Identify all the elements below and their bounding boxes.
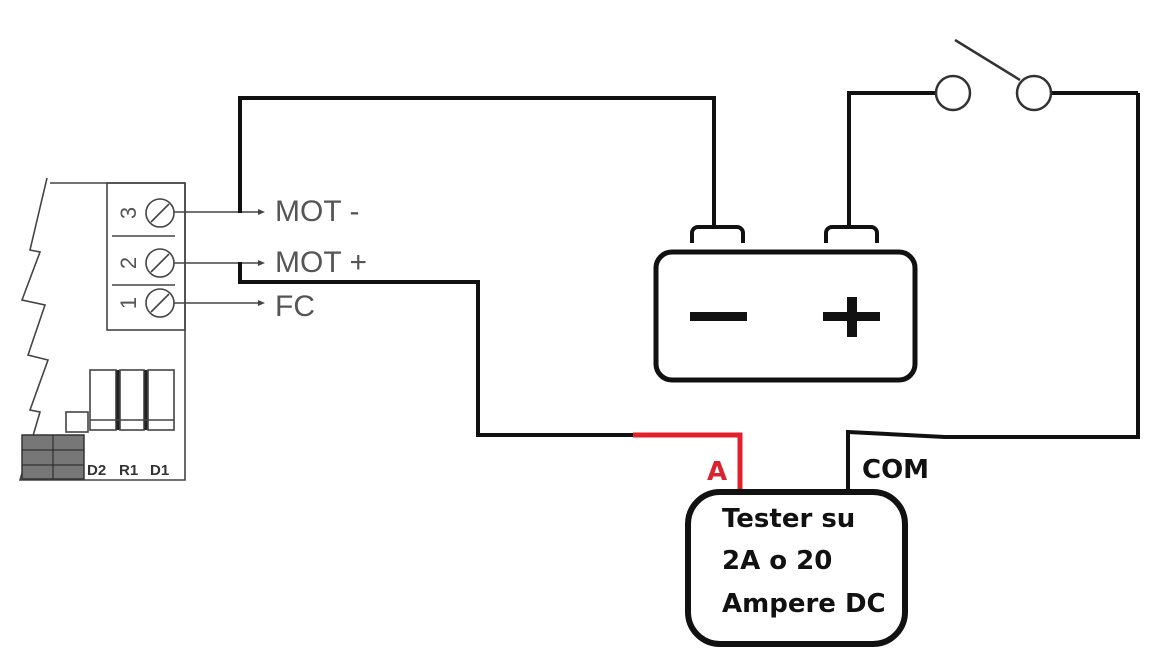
- wire-probe-a: [633, 432, 743, 492]
- terminal-label-mot-minus: MOT -: [275, 195, 359, 228]
- switch-lever: [954, 38, 1021, 82]
- switch: [934, 38, 1053, 112]
- wire-battery-positive-to-switch: [847, 91, 938, 228]
- component-label-d2: D2: [87, 462, 106, 479]
- terminal-label-fc: FC: [275, 290, 315, 323]
- probe-a-label: A: [707, 457, 727, 487]
- battery-terminal-negative: [690, 225, 745, 243]
- wire-mot-minus-to-battery-negative: [238, 96, 716, 228]
- terminal-number-2: 2: [116, 257, 141, 269]
- terminal-label-mot-plus: MOT +: [275, 246, 367, 279]
- terminal-screw-1: [145, 288, 175, 318]
- tester: A COM Tester su 2A o 20 Ampere DC: [685, 455, 929, 647]
- terminal-screw-2: [145, 248, 175, 278]
- terminal-number-3: 3: [116, 207, 141, 219]
- switch-contact-right: [1015, 74, 1053, 112]
- tester-text-line2: 2A o 20: [722, 546, 832, 576]
- battery-terminal-positive: [824, 225, 879, 243]
- component-label-r1: R1: [119, 462, 138, 479]
- switch-contact-left: [934, 74, 972, 112]
- battery: [653, 225, 918, 383]
- component-label-d1: D1: [150, 462, 169, 479]
- battery-body: [653, 249, 918, 383]
- controller-board: 3 2 1 MOT - MOT + FC D2 R1 D1: [18, 177, 367, 481]
- probe-com-label: COM: [862, 455, 929, 485]
- tester-body: [685, 489, 908, 647]
- component-d2: [89, 369, 117, 431]
- wire-switch-to-tester-com: [846, 93, 1140, 495]
- battery-negative-symbol: [690, 312, 747, 321]
- component-r1: [119, 369, 145, 431]
- terminal-block: [106, 182, 186, 331]
- component-d1: [147, 369, 175, 431]
- tester-text-line3: Ampere DC: [722, 589, 886, 619]
- terminal-number-1: 1: [116, 297, 141, 309]
- wire-mot-plus-to-tester-a: [238, 262, 633, 437]
- tester-text-line1: Tester su: [722, 504, 855, 534]
- terminal-screw-3: [145, 198, 175, 228]
